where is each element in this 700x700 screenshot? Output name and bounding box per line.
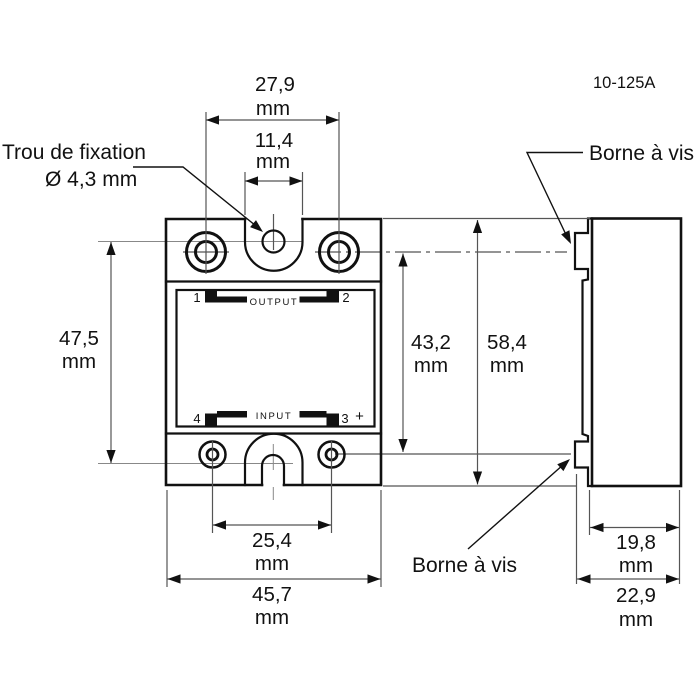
arrowhead	[245, 176, 258, 186]
output-bar-block-right	[326, 290, 339, 303]
arrowhead	[250, 220, 263, 232]
arrowhead	[318, 520, 331, 530]
screw-terminal-bottom-label: Borne à vis	[412, 554, 517, 577]
dim-47-5-unit: mm	[62, 350, 96, 373]
top-mounting-notch	[243, 217, 304, 272]
dim-43-2-unit: mm	[414, 354, 448, 377]
arrowhead	[289, 176, 303, 186]
dim-22-9-unit: mm	[619, 608, 653, 631]
arrowhead	[561, 230, 571, 244]
dim-58-4-value: 58,4	[487, 331, 527, 354]
output-bar-left	[217, 296, 247, 303]
dim-total-depth: 22,9 mm	[575, 474, 679, 631]
arrowhead	[106, 450, 116, 463]
input-row: 4 INPUT 3 +	[193, 408, 364, 426]
arrowhead	[577, 574, 591, 584]
arrowhead	[557, 459, 570, 472]
terminal-1-number: 1	[193, 290, 200, 305]
label-area-border	[175, 288, 376, 428]
dim-22-9-value: 22,9	[616, 584, 656, 607]
mounting-hole-callout: Trou de fixation Ø 4,3 mm	[2, 141, 263, 232]
input-bar-block-left	[205, 413, 217, 426]
dim-45-7-extension-lines	[166, 490, 382, 587]
dim-mounting-holes-vertical: 47,5 mm	[59, 242, 116, 463]
arrowhead	[590, 522, 604, 533]
dim-27-9-value: 27,9	[255, 73, 295, 96]
arrowhead	[666, 574, 679, 584]
terminal-2-number: 2	[342, 290, 349, 305]
input-bar-left	[217, 411, 247, 418]
bottom-mounting-slot	[260, 453, 286, 487]
dim-19-8-value: 19,8	[616, 531, 656, 554]
screw-terminal-bottom-callout: Borne à vis	[412, 459, 570, 577]
output-bar-right	[299, 296, 327, 303]
arrowhead	[472, 471, 483, 485]
dim-45-7-value: 45,7	[252, 583, 292, 606]
arrowhead	[472, 220, 483, 233]
arrowhead	[367, 574, 381, 584]
dim-11-4-extension-lines	[244, 172, 304, 215]
mounting-hole-leader-line	[133, 166, 262, 231]
screw-terminal-top-callout: Borne à vis	[525, 142, 694, 244]
screw-terminal-bottom-leader	[467, 459, 569, 550]
dim-body-depth: 19,8 mm	[588, 490, 681, 584]
dim-11-4-value: 11,4	[255, 129, 293, 152]
screw-terminal-top-leader	[525, 151, 583, 242]
dim-11-4-unit: mm	[256, 150, 290, 173]
bottom-mounting-arch	[243, 432, 304, 487]
dim-terminals-vertical: 43,2 mm	[398, 253, 451, 452]
input-label: INPUT	[256, 411, 293, 422]
dim-25-4-extension-lines	[211, 440, 333, 533]
side-body	[590, 217, 683, 488]
part-number: 10-125A	[593, 74, 655, 92]
output-label: OUTPUT	[250, 297, 299, 308]
top-mounting-hole	[261, 229, 286, 254]
dim-58-4-extension-lines	[383, 217, 590, 487]
dim-mounting-holes-horizontal: 27,9 mm	[205, 73, 340, 274]
output-row: 1 OUTPUT 2	[193, 290, 350, 308]
dim-19-8-extension-lines	[588, 490, 681, 584]
arrowhead	[666, 522, 679, 533]
arrowhead	[206, 115, 219, 125]
arrowhead	[213, 520, 226, 530]
polarity-plus-sign: +	[355, 408, 364, 425]
terminal-4-number: 4	[193, 411, 200, 426]
dim-58-4-unit: mm	[490, 354, 524, 377]
dim-47-5-value: 47,5	[59, 327, 99, 350]
front-view: 1 OUTPUT 2 4 INPUT 3 +	[164, 217, 383, 487]
dim-bottom-terminals-horizontal: 25,4 mm	[211, 440, 333, 575]
dim-top-slot-width: 11,4 mm	[244, 129, 304, 215]
mounting-hole-label-line2: Ø 4,3 mm	[45, 168, 137, 191]
dim-body-height: 58,4 mm	[383, 217, 590, 487]
side-view	[573, 217, 683, 488]
arrowhead	[326, 115, 339, 125]
dim-25-4-unit: mm	[255, 552, 289, 575]
terminal-3-number: 3	[341, 411, 348, 426]
dim-43-2-value: 43,2	[411, 331, 451, 354]
dim-45-7-unit: mm	[255, 606, 289, 629]
dim-27-9-extension-lines	[205, 112, 340, 274]
arrowhead	[106, 242, 116, 255]
input-bar-right	[299, 411, 327, 418]
mounting-hole-label-line1: Trou de fixation	[2, 141, 146, 164]
arrowhead	[398, 439, 408, 452]
dim-19-8-unit: mm	[619, 554, 653, 577]
side-profile-with-terminal-tabs	[573, 217, 594, 488]
output-bar-block-left	[205, 290, 217, 303]
dim-27-9-unit: mm	[256, 97, 290, 120]
screw-terminal-top-label: Borne à vis	[589, 142, 694, 165]
dim-25-4-value: 25,4	[252, 529, 292, 552]
arrowhead	[398, 253, 408, 267]
input-bar-block-right	[326, 413, 339, 426]
dim-body-width: 45,7 mm	[166, 490, 382, 629]
arrowhead	[167, 574, 181, 584]
